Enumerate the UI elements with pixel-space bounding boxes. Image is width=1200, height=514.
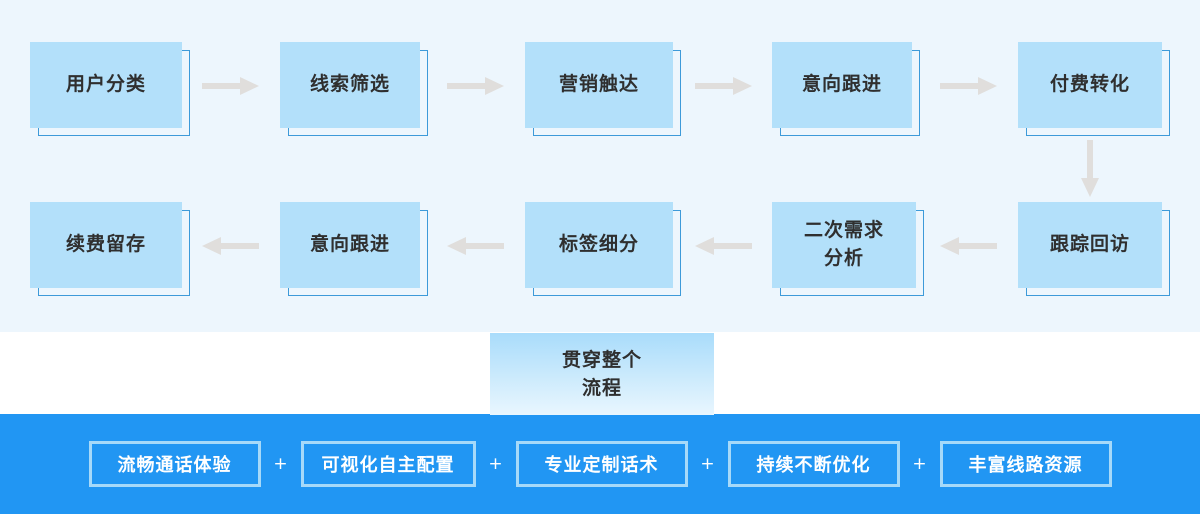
feature-box-rich-line-resources[interactable]: 丰富线路资源 (939, 441, 1112, 487)
feature-banner-inner: 流畅通话体验 + 可视化自主配置 + 专业定制话术 + 持续不断优化 + 丰富线… (88, 441, 1112, 487)
plus-separator-3: + (700, 454, 715, 474)
node-face: 标签细分 (525, 202, 673, 288)
feature-label: 持续不断优化 (756, 455, 871, 476)
arrow-right-4 (940, 76, 998, 96)
node-face: 线索筛选 (280, 42, 420, 128)
feature-label: 丰富线路资源 (968, 455, 1083, 476)
feature-box-visual-self-configuration[interactable]: 可视化自主配置 (300, 441, 476, 487)
process-node-user-segmentation[interactable]: 用户分类 (30, 42, 190, 136)
arrow-left-2 (447, 236, 505, 256)
node-face: 付费转化 (1018, 42, 1162, 128)
center-card-label: 贯穿整个 流程 (561, 348, 642, 400)
node-face: 营销触达 (525, 42, 673, 128)
arrow-left-4 (940, 236, 998, 256)
plus-separator-2: + (488, 454, 503, 474)
process-node-paid-conversion[interactable]: 付费转化 (1018, 42, 1170, 136)
node-label: 付费转化 (1049, 73, 1130, 96)
node-label: 意向跟进 (801, 73, 882, 96)
plus-separator-1: + (273, 454, 288, 474)
node-label: 二次需求 分析 (803, 219, 884, 269)
feature-label: 流畅通话体验 (117, 455, 232, 476)
node-face: 意向跟进 (772, 42, 912, 128)
process-node-intent-followup-row2[interactable]: 意向跟进 (280, 202, 428, 296)
node-label: 标签细分 (558, 233, 639, 256)
node-face: 用户分类 (30, 42, 182, 128)
node-label: 线索筛选 (309, 73, 390, 96)
feature-banner: 流畅通话体验 + 可视化自主配置 + 专业定制话术 + 持续不断优化 + 丰富线… (0, 414, 1200, 514)
process-node-marketing-reach[interactable]: 营销触达 (525, 42, 681, 136)
node-label: 意向跟进 (309, 233, 390, 256)
arrow-left-3 (695, 236, 753, 256)
process-node-lead-filtering[interactable]: 线索筛选 (280, 42, 428, 136)
feature-label: 可视化自主配置 (321, 455, 455, 476)
arrow-down-connector (1080, 140, 1100, 198)
node-label: 营销触达 (558, 73, 639, 96)
process-node-tag-segmentation[interactable]: 标签细分 (525, 202, 681, 296)
node-label: 跟踪回访 (1049, 233, 1130, 256)
arrow-right-1 (202, 76, 260, 96)
node-face: 续费留存 (30, 202, 182, 288)
node-label: 用户分类 (65, 73, 146, 96)
process-node-secondary-demand-analysis[interactable]: 二次需求 分析 (772, 202, 924, 296)
feature-box-professional-custom-scripts[interactable]: 专业定制话术 (515, 441, 688, 487)
process-node-renewal-retention[interactable]: 续费留存 (30, 202, 190, 296)
node-label: 续费留存 (65, 233, 146, 256)
feature-box-continuous-optimization[interactable]: 持续不断优化 (727, 441, 900, 487)
feature-label: 专业定制话术 (544, 455, 659, 476)
arrow-left-1 (202, 236, 260, 256)
node-face: 意向跟进 (280, 202, 420, 288)
process-node-intent-followup-row1[interactable]: 意向跟进 (772, 42, 920, 136)
node-face: 二次需求 分析 (772, 202, 916, 288)
plus-separator-4: + (912, 454, 927, 474)
arrow-right-2 (447, 76, 505, 96)
node-face: 跟踪回访 (1018, 202, 1162, 288)
arrow-right-3 (695, 76, 753, 96)
center-card-through-whole-flow[interactable]: 贯穿整个 流程 (490, 333, 714, 415)
feature-box-smooth-call-experience[interactable]: 流畅通话体验 (88, 441, 261, 487)
process-node-followup-visit[interactable]: 跟踪回访 (1018, 202, 1170, 296)
